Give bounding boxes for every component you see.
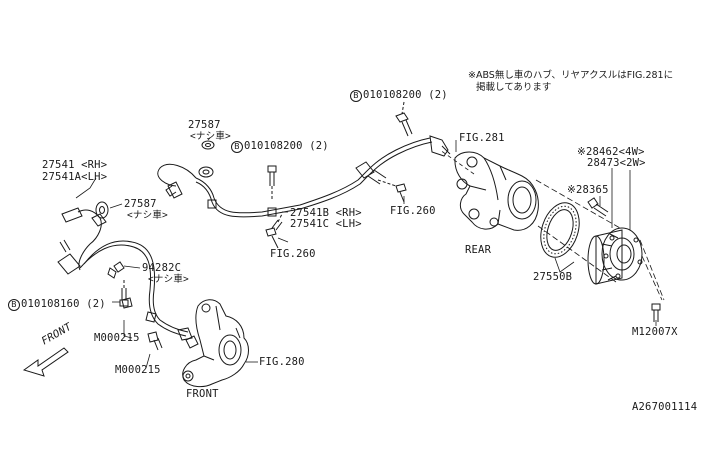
bolt-front-010108160 <box>120 280 128 306</box>
label-27587-top: 27587 <box>188 119 221 131</box>
label-m000215-upper: M000215 <box>94 332 140 344</box>
bolt-m000215-upper <box>122 298 132 308</box>
bolt-right-fig260 <box>378 180 406 202</box>
label-fig260-lower: FIG.260 <box>270 248 316 260</box>
label-fig281: FIG.281 <box>459 132 505 144</box>
bolt-m000215-lower <box>148 332 162 350</box>
note-line-2: 掲載してあります <box>476 82 552 93</box>
diagram-code: A267001114 <box>632 401 698 413</box>
label-m12007x: M12007X <box>632 326 678 338</box>
note-line-1: ※ABS無し車のハブ、リヤアクスルはFIG.281に <box>468 70 674 81</box>
label-rear: REAR <box>465 244 492 256</box>
bolt-28365 <box>588 198 608 216</box>
rear-hub <box>588 228 642 284</box>
bolt-upper-right <box>396 102 412 136</box>
label-27541c-lh: 27541C <LH> <box>290 218 362 230</box>
front-knuckle <box>183 300 249 387</box>
bolt-b-badge: B <box>350 90 362 102</box>
label-28473: 28473<2W> <box>587 157 646 169</box>
clip-94282c <box>114 262 124 272</box>
grommet-left <box>96 202 108 218</box>
rear-axle-housing <box>455 152 538 230</box>
bolt-m12007x <box>652 304 660 322</box>
label-m000215-lower: M000215 <box>115 364 161 376</box>
tone-wheel <box>534 198 586 262</box>
front-arrow <box>24 348 68 376</box>
label-fig260-right: FIG.260 <box>390 205 436 217</box>
label-front-knuckle: FRONT <box>186 388 219 400</box>
label-fig280: FIG.280 <box>259 356 305 368</box>
label-94282c-note: <ナシ車> <box>148 274 189 285</box>
bolt-010108160-text: 010108160 (2) <box>21 298 106 310</box>
bolt-010108200-text: 010108200 (2) <box>363 89 448 101</box>
bolt-middle <box>268 166 276 200</box>
label-27541-rh: 27541 <RH> <box>42 159 108 171</box>
label-27541b-rh: 27541B <RH> <box>290 207 362 219</box>
label-94282c: 94282C <box>142 262 182 274</box>
bolt-lower-fig260 <box>266 214 282 248</box>
label-28365: ※28365 <box>567 184 609 196</box>
label-27550b: 27550B <box>533 271 573 283</box>
bolt-b-badge: B <box>231 141 243 153</box>
bolt-b-badge: B <box>8 299 20 311</box>
label-27541a-lh: 27541A<LH> <box>42 171 108 183</box>
label-27587-left: 27587 <box>124 198 157 210</box>
front-sensor-harness <box>58 208 192 340</box>
label-28462: ※28462<4W> <box>577 146 645 158</box>
label-27587-left-note: <ナシ車> <box>127 210 168 221</box>
label-27587-top-note: <ナシ車> <box>190 131 231 142</box>
grommet-top <box>202 141 214 149</box>
rear-sensor-harness <box>158 136 450 217</box>
bolt-010108200-text: 010108200 (2) <box>244 140 329 152</box>
